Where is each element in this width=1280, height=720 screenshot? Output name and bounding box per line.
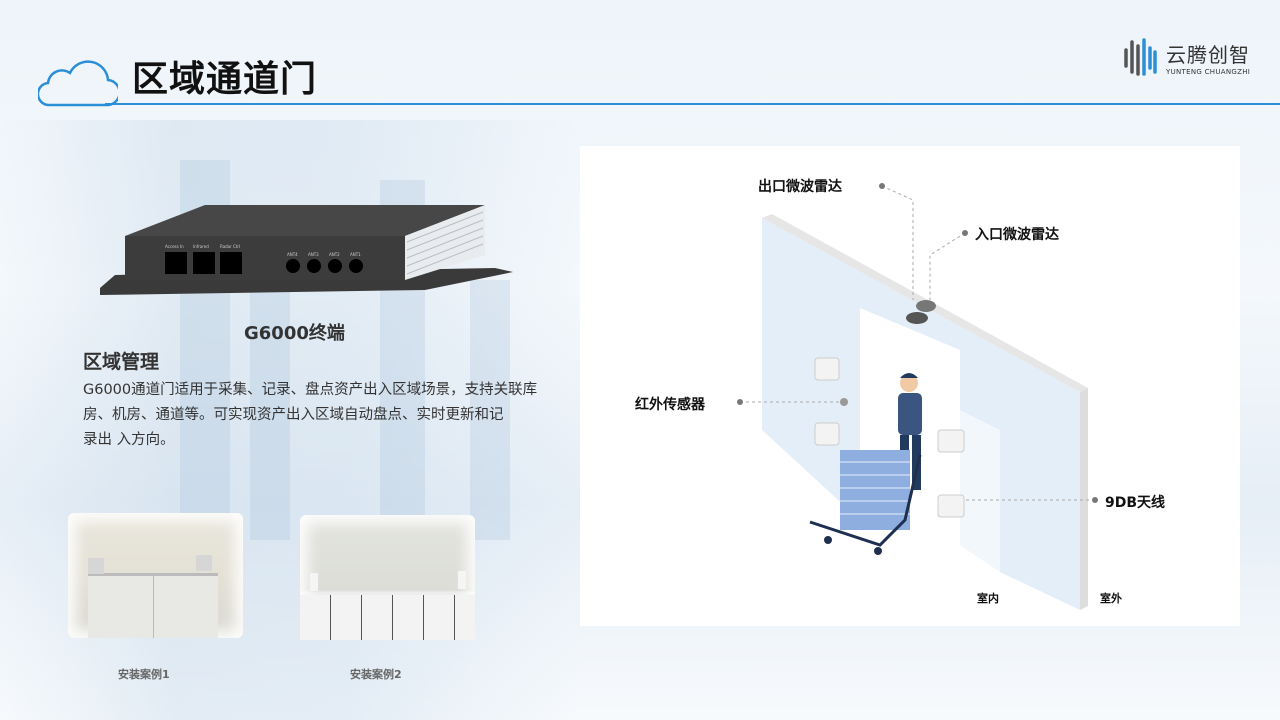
section-description: G6000通道门适用于采集、记录、盘点资产出入区域场景，支持关联库 房、机房、通… — [83, 381, 553, 456]
label-outdoor: 室外 — [1100, 592, 1122, 605]
label-exit-radar: 出口微波雷达 — [758, 179, 842, 195]
install-case-1-photo — [68, 513, 243, 638]
page-title: 区域通道门 — [132, 59, 318, 100]
antenna-icon — [937, 494, 965, 518]
install-case-2-photo — [300, 515, 475, 640]
port-label: Radar Ctrl — [220, 244, 240, 249]
antenna-icon — [814, 357, 840, 381]
logo-name-en: YUNTENG CHUANGZHI — [1166, 67, 1251, 76]
label-ir-sensor: 红外传感器 — [635, 397, 705, 413]
label-indoor: 室内 — [977, 592, 999, 605]
microwave-radar-icon — [906, 300, 936, 324]
port-label: Infrared — [193, 244, 209, 249]
description-line: 录出 入方向。 — [83, 432, 175, 448]
section-heading: 区域管理 — [83, 351, 160, 373]
port-label: ANT1 — [350, 252, 361, 257]
antenna-icon — [814, 422, 840, 446]
worker-with-cart-illustration — [809, 373, 922, 555]
title-divider — [105, 103, 1280, 105]
infrared-sensor-icon — [840, 398, 848, 406]
logo-name-cn: 云腾创智 — [1166, 42, 1250, 67]
port-label: ANT2 — [329, 252, 340, 257]
antenna-icon — [937, 429, 965, 453]
port-label: ANT3 — [308, 252, 319, 257]
install-case-2-caption: 安装案例2 — [350, 668, 402, 681]
device-caption: G6000终端 — [244, 323, 345, 344]
company-logo: 云腾创智 YUNTENG CHUANGZHI — [1122, 38, 1250, 76]
port-label: ANT4 — [287, 252, 298, 257]
label-entry-radar: 入口微波雷达 — [975, 227, 1059, 243]
logo-mark-icon — [1124, 38, 1157, 76]
port-label: Access In — [165, 244, 184, 249]
cloud-icon — [38, 60, 118, 107]
gate-diagram — [737, 183, 1098, 610]
description-line: G6000通道门适用于采集、记录、盘点资产出入区域场景，支持关联库 — [83, 382, 538, 398]
description-line: 房、机房、通道等。可实现资产出入区域自动盘点、实时更新和记 — [83, 407, 504, 423]
install-case-1-caption: 安装案例1 — [118, 668, 170, 681]
gate-diagram-panel: 出口微波雷达 入口微波雷达 红外传感器 9DB天线 室内 室外 — [580, 146, 1240, 626]
label-antenna: 9DB天线 — [1105, 495, 1166, 511]
